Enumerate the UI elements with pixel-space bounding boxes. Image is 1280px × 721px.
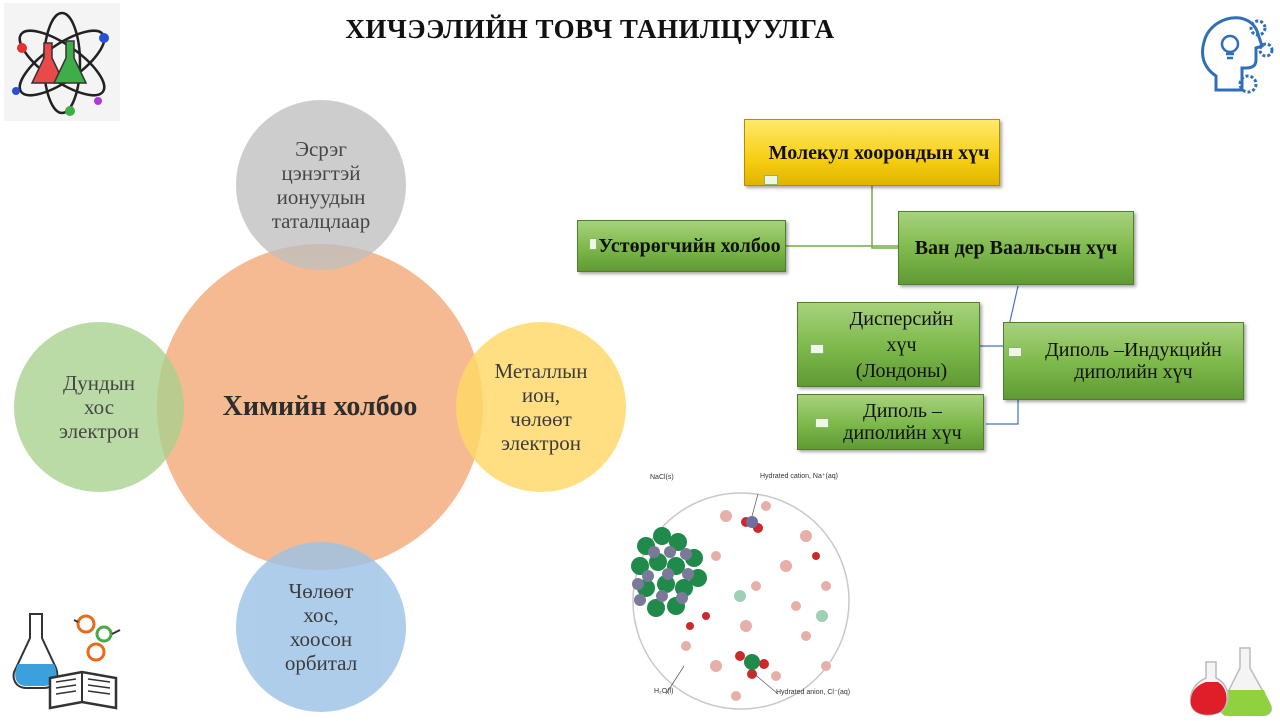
- coordinate-line: хоосон: [289, 627, 353, 651]
- ionic-line: таталцлаар: [271, 209, 371, 233]
- box-marker: [810, 344, 824, 354]
- covalent-line: Дундын: [62, 371, 136, 395]
- covalent-bond-circle: Дундын хос электрон: [14, 322, 184, 492]
- van-der-waals-box: Ван дер Ваальсын хүч: [898, 211, 1134, 285]
- covalent-line: электрон: [58, 419, 140, 443]
- atom-flask-icon: [4, 3, 120, 121]
- coordinate-line: хос,: [303, 603, 339, 627]
- ionic-line: ионуудын: [276, 185, 366, 209]
- coordinate-line: Чөлөөт: [288, 579, 354, 603]
- nacl-label: NaCl(s): [650, 474, 674, 481]
- hydrated-cation-label: Hydrated cation, Na⁺(aq): [760, 473, 839, 480]
- coordinate-line: орбитал: [284, 651, 358, 675]
- box-marker: [815, 418, 829, 428]
- metallic-line: чөлөөт: [510, 407, 572, 431]
- hydrogen-bond-label: Устөрөгчийн холбоо: [598, 235, 781, 257]
- dipole-dipole-label: Диполь –диполийн хүч: [843, 400, 962, 444]
- box-marker: [589, 238, 597, 250]
- covalent-line: хос: [83, 395, 115, 419]
- hydrogen-bond-box: Устөрөгчийн холбоо: [577, 220, 786, 272]
- dipole-induced-label: Диполь –Индукцийн диполийн хүч: [1045, 339, 1222, 383]
- flasks-icon: [1189, 644, 1276, 717]
- hydrated-anion-label: Hydrated anion, Cl⁻(aq): [776, 689, 851, 696]
- box-marker: [1008, 347, 1022, 357]
- head-gears-icon: [1196, 10, 1276, 98]
- page-title: ХИЧЭЭЛИЙН ТОВЧ ТАНИЛЦУУЛГА: [345, 14, 835, 44]
- metallic-line: ион,: [521, 383, 561, 407]
- dispersion-force-box: Дисперсийн хүч (Лондоны): [797, 302, 980, 387]
- dispersion-line: хүч: [886, 333, 917, 356]
- nacl-dissolution-illustration: NaCl(s) Hydrated cation, Na⁺(aq) H₂O(l) …: [626, 466, 856, 716]
- chemical-bond-label: Химийн холбоо: [222, 391, 418, 422]
- ionic-bond-circle: Эсрэг цэнэгтэй ионуудын таталцлаар: [236, 100, 406, 270]
- coordinate-bond-circle: Чөлөөт хос, хоосон орбитал: [236, 542, 406, 712]
- van-der-waals-label: Ван дер Ваальсын хүч: [914, 237, 1118, 259]
- molecular-forces-label: Молекул хоорондын хүч: [768, 141, 990, 164]
- dispersion-line: Дисперсийн: [849, 307, 954, 330]
- flask-book-icon: [12, 608, 124, 712]
- molecular-forces-box: Молекул хоорондын хүч: [744, 119, 1000, 186]
- dipole-induced-box: Диполь –Индукцийн диполийн хүч: [1003, 322, 1244, 400]
- ionic-line: цэнэгтэй: [281, 161, 361, 185]
- dispersion-line: (Лондоны): [855, 359, 948, 382]
- water-label: H₂O(l): [654, 688, 674, 695]
- metallic-line: электрон: [500, 431, 582, 455]
- metallic-bond-circle: Металлын ион, чөлөөт электрон: [456, 322, 626, 492]
- chemical-bond-circle: Химийн холбоо: [157, 244, 483, 570]
- ionic-line: Эсрэг: [295, 137, 347, 161]
- box-marker: [764, 175, 778, 185]
- metallic-line: Металлын: [494, 359, 588, 383]
